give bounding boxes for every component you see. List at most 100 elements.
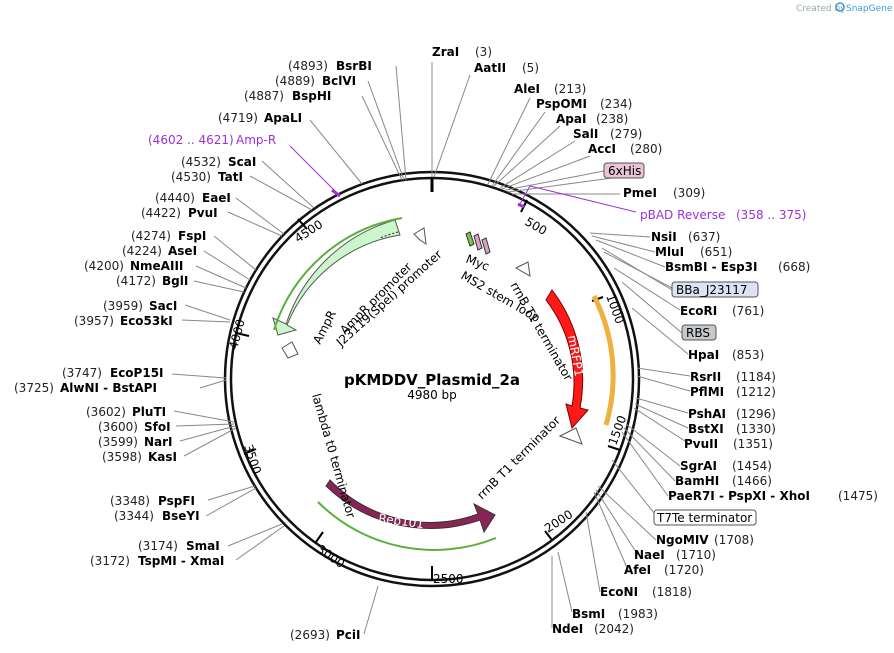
rep101-feature[interactable] [325, 479, 496, 534]
site-label[interactable]: (3174)SmaI [138, 539, 220, 553]
site-label[interactable]: (3)ZraI [432, 45, 492, 59]
svg-text:BamHI: BamHI [675, 474, 719, 488]
site-label[interactable]: (3600)SfoI [98, 420, 171, 434]
site-label[interactable]: (3747)EcoP15I [62, 366, 164, 380]
svg-text:KasI: KasI [148, 450, 177, 464]
primer-label[interactable]: (4602 .. 4621)Amp-R [148, 133, 276, 147]
site-label[interactable]: (3959)SacI [103, 299, 177, 313]
rrnb2-marker[interactable] [558, 427, 583, 445]
site-label[interactable]: (4719)ApaLI [218, 111, 302, 125]
site-label[interactable]: BsmI(1983) [572, 607, 658, 621]
his-tag[interactable] [473, 233, 483, 251]
site-label[interactable]: AatII(5) [474, 61, 539, 75]
site-label[interactable]: PaeR7I - PspXI - XhoI(1475) [668, 489, 878, 503]
site-label[interactable]: (3602)PluTI [86, 405, 166, 419]
site-label[interactable]: (3172)TspMI - XmaI [90, 554, 224, 568]
pbad-reverse-leader [519, 185, 637, 213]
site-label[interactable]: BamHI(1466) [675, 474, 772, 488]
tag-marker[interactable] [481, 237, 491, 255]
tick-marks [235, 199, 621, 580]
svg-text:EaeI: EaeI [202, 191, 231, 205]
svg-text:(651): (651) [700, 245, 732, 259]
site-label[interactable]: AleI(213) [514, 82, 586, 96]
site-label[interactable]: PspOMI(234) [536, 97, 632, 111]
feature-box-t7te-terminator[interactable]: T7Te terminator [653, 509, 757, 526]
svg-text:(3): (3) [475, 45, 492, 59]
tick-label: 2000 [542, 507, 575, 535]
lambda-terminator-marker[interactable] [281, 341, 299, 359]
amp-r-primer-mark [331, 188, 341, 198]
site-label[interactable]: (4422)PvuI [141, 206, 218, 220]
svg-text:(1720): (1720) [664, 563, 704, 577]
site-label[interactable]: (4274) FspI [131, 229, 206, 243]
svg-text:(3172): (3172) [90, 554, 130, 568]
feature-box-6xhis[interactable]: 6xHis [505, 162, 645, 191]
svg-text:PluTI: PluTI [132, 405, 166, 419]
site-label[interactable]: (3598)KasI [102, 450, 177, 464]
site-label[interactable]: BsmBI - Esp3I(668) [665, 260, 810, 274]
svg-text:FspI: FspI [178, 229, 206, 243]
svg-text:(761): (761) [732, 304, 764, 318]
svg-text:(3600): (3600) [98, 420, 138, 434]
primer-label[interactable]: pBAD Reverse(358 .. 375) [640, 208, 806, 222]
site-label[interactable]: HpaI(853) [688, 348, 764, 362]
site-label[interactable]: BstXI(1330) [688, 422, 776, 436]
svg-text:PflMI: PflMI [690, 385, 724, 399]
site-label[interactable]: (2693)PciI [290, 628, 361, 642]
svg-text:BglI: BglI [162, 274, 188, 288]
site-label[interactable]: (4532)ScaI [181, 155, 256, 169]
rrnb1-marker[interactable] [514, 261, 531, 277]
svg-text:(1330): (1330) [736, 422, 776, 436]
site-label[interactable]: SalI(279) [573, 127, 642, 141]
site-label[interactable]: (3344)BseYI [114, 509, 200, 523]
mrfp1-feature[interactable] [545, 289, 589, 430]
site-label[interactable]: (4440)EaeI [155, 191, 231, 205]
j23119-promoter-arrow[interactable] [413, 227, 427, 246]
site-label[interactable]: EcoNI(1818) [600, 585, 692, 599]
site-label[interactable]: PvuII(1351) [684, 437, 773, 451]
svg-text:(4274): (4274) [131, 229, 171, 243]
site-label[interactable]: MluI(651) [655, 245, 732, 259]
site-label[interactable]: (4889)BclVI [275, 74, 356, 88]
site-label[interactable]: NsiI(637) [651, 230, 720, 244]
svg-text:NdeI: NdeI [552, 622, 583, 636]
site-label[interactable]: ApaI(238) [556, 112, 628, 126]
svg-text:BseYI: BseYI [162, 509, 200, 523]
site-label[interactable]: AccI(280) [588, 142, 662, 156]
ampr-feature[interactable] [272, 219, 401, 336]
ampr-primer-arc [273, 217, 403, 331]
site-label[interactable]: (4200)NmeAIII [84, 259, 183, 273]
site-label[interactable]: (4224)AseI [122, 244, 197, 258]
site-label[interactable]: PflMI(1212) [690, 385, 776, 399]
svg-text:PspOMI: PspOMI [536, 97, 587, 111]
site-label[interactable]: AfeI (1720) [624, 563, 704, 577]
site-label[interactable]: (4530)TatI [171, 170, 243, 184]
site-label[interactable]: EcoRI(761) [680, 304, 764, 318]
svg-text:BsrBI: BsrBI [336, 59, 372, 73]
site-label[interactable]: PshAI(1296) [688, 407, 776, 421]
site-label[interactable]: (3957)Eco53kI [74, 314, 173, 328]
svg-text:BclVI: BclVI [322, 74, 356, 88]
site-label[interactable]: (3725)AlwNI - BstAPI [14, 381, 157, 395]
svg-text:(4602 .. 4621): (4602 .. 4621) [148, 133, 234, 147]
feature-box-bba-j23117[interactable]: BBa_J23117 [601, 247, 759, 298]
site-label[interactable]: (4172)BglI [116, 274, 188, 288]
site-label[interactable]: NgoMIV(1708) [656, 533, 754, 547]
site-label[interactable]: (3599)NarI [98, 435, 173, 449]
svg-text:PciI: PciI [336, 628, 361, 642]
svg-text:(238): (238) [596, 112, 628, 126]
site-label[interactable]: PmeI(309) [623, 186, 705, 200]
myc-tag[interactable] [465, 231, 475, 247]
site-label[interactable]: (4893)BsrBI [288, 59, 372, 73]
site-label[interactable]: (4887)BspHI [244, 89, 331, 103]
site-label[interactable]: NaeI(1710) [634, 548, 716, 562]
site-label[interactable]: SgrAI(1454) [680, 459, 772, 473]
site-label[interactable]: RsrII(1184) [690, 370, 776, 384]
svg-text:SacI: SacI [149, 299, 177, 313]
svg-text:AfeI: AfeI [624, 563, 651, 577]
feature-box-rbs[interactable]: RBS [681, 324, 717, 341]
created-by-text: Created by [796, 4, 846, 14]
site-label[interactable]: NdeI(2042) [552, 622, 634, 636]
site-label[interactable]: (3348)PspFI [110, 494, 195, 508]
